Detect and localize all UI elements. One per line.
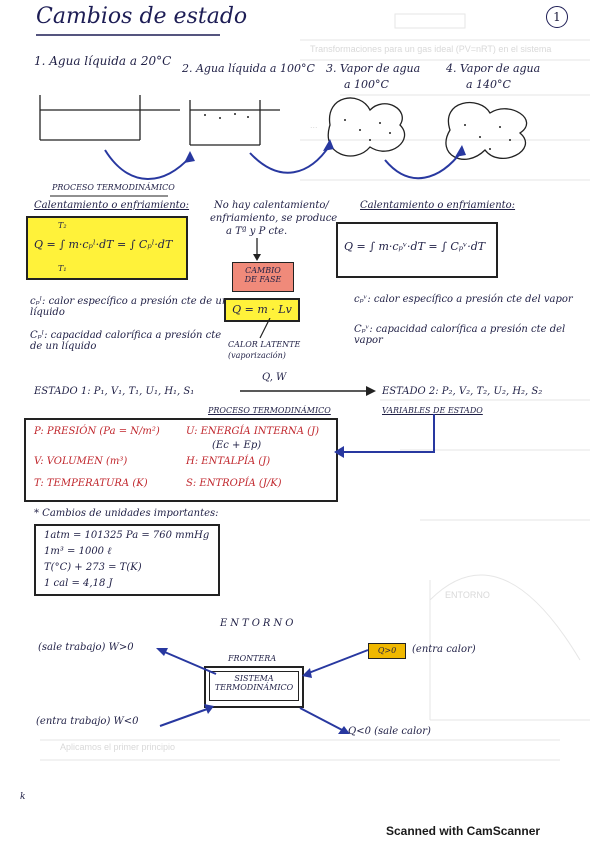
ghost-text: ...: [310, 120, 318, 130]
process-label: PROCESO TERMODINÁMICO: [52, 183, 175, 192]
right-def-2: Cₚᵛ: capacidad calorífica a presión cte …: [354, 324, 566, 346]
system-arrows: [156, 648, 369, 734]
title-underline: [36, 34, 220, 36]
transition-arrow-icon: [240, 386, 376, 396]
left-heading: Calentamiento o enfriamiento:: [34, 200, 190, 211]
stray-mark: k: [20, 792, 26, 802]
left-formula-box: Q = ∫ m·cₚˡ·dT = ∫ Cₚˡ·dT T₂ T₁: [26, 216, 188, 280]
unit-temperature: T(°C) + 273 = T(K): [44, 562, 142, 573]
left-def-2: Cₚˡ: capacidad calorífica a presión cte …: [30, 330, 222, 352]
units-heading: * Cambios de unidades importantes:: [34, 508, 219, 519]
page-title: Cambios de estado: [36, 4, 248, 29]
right-heading: Calentamiento o enfriamiento:: [360, 200, 516, 211]
ghost-text: ENTORNO: [445, 590, 490, 600]
state-label-4b: a 140°C: [466, 78, 511, 91]
state-label-3: 3. Vapor de agua: [326, 62, 421, 75]
page-number: 1: [546, 6, 568, 28]
phase-change-box: CAMBIO DE FASE: [232, 262, 294, 292]
var-energy-sum: (Ec + Ep): [212, 440, 262, 451]
left-def-1: cₚˡ: calor específico a presión cte de u…: [30, 296, 229, 318]
latent-pointer-icon: [259, 318, 271, 339]
var-volume: V: VOLUMEN (m³): [34, 456, 128, 467]
middle-note-3: a Tª y P cte.: [226, 226, 288, 237]
work-in-label: (entra trabajo) W<0: [36, 716, 139, 727]
system-line-2: TERMODINÁMICO: [214, 683, 294, 692]
transition-arrow-label: Q, W: [262, 372, 287, 383]
state-label-4: 4. Vapor de agua: [446, 62, 541, 75]
system-line-1: SISTEMA: [234, 674, 274, 683]
boundary-label: FRONTERA: [228, 654, 277, 663]
var-enthalpy: H: ENTALPÍA (J): [186, 456, 271, 467]
state-label-3b: a 100°C: [344, 78, 389, 91]
process-underline: [50, 195, 168, 197]
ghost-text: Transformaciones para un gas ideal (PV=n…: [310, 44, 552, 54]
variables-box: P: PRESIÓN (Pa = N/m²) V: VOLUMEN (m³) T…: [24, 418, 338, 502]
ghost-text: ...: [310, 200, 318, 210]
work-out-label: (sale trabajo) W>0: [38, 642, 134, 653]
scanner-watermark: Scanned with CamScanner: [386, 824, 541, 838]
state-1-line: ESTADO 1: P₁, V₁, T₁, U₁, H₁, S₁: [34, 386, 195, 397]
phase-line-2: DE FASE: [244, 275, 282, 284]
variables-label: VARIABLES DE ESTADO: [382, 406, 483, 415]
var-internal-energy: U: ENERGÍA INTERNA (J): [186, 426, 319, 437]
down-arrow-icon: [253, 238, 261, 261]
left-upper-limit: T₂: [58, 221, 67, 230]
right-formula: Q = ∫ m·cₚᵛ·dT = ∫ Cₚᵛ·dT: [344, 240, 486, 253]
left-formula: Q = ∫ m·cₚˡ·dT = ∫ Cₚˡ·dT: [34, 238, 173, 251]
var-entropy: S: ENTROPÍA (J/K): [186, 478, 282, 489]
heat-in-value: Q>0: [377, 646, 397, 655]
heat-out-label: Q<0 (sale calor): [348, 726, 431, 737]
unit-calorie: 1 cal = 4,18 J: [44, 578, 113, 589]
transition-process-label: PROCESO TERMODINÁMICO: [208, 406, 331, 415]
var-temperature: T: TEMPERATURA (K): [34, 478, 148, 489]
phase-line-1: CAMBIO: [245, 266, 281, 275]
middle-note-1: No hay calentamiento/: [214, 200, 329, 211]
unit-volume: 1m³ = 1000 ℓ: [44, 546, 112, 557]
state-2-line: ESTADO 2: P₂, V₂, T₂, U₂, H₂, S₂: [382, 386, 543, 397]
variables-pointer-icon: [334, 414, 435, 458]
ghost-text: Aplicamos el primer principio: [60, 742, 176, 752]
environment-label: ENTORNO: [220, 618, 297, 629]
heat-in-box: Q>0: [368, 643, 406, 659]
latent-formula-box: Q = m · Lv: [224, 298, 300, 322]
latent-formula: Q = m · Lv: [232, 303, 292, 316]
states-diagram: [39, 95, 528, 180]
latent-label-1: CALOR LATENTE: [228, 340, 301, 349]
state-label-2: 2. Agua líquida a 100°C: [182, 62, 315, 75]
latent-label-2: (vaporización): [228, 351, 286, 360]
right-def-1: cₚᵛ: calor específico a presión cte del …: [354, 294, 573, 305]
unit-atm: 1atm = 101325 Pa = 760 mmHg: [44, 530, 210, 541]
state-label-1: 1. Agua líquida a 20°C: [34, 54, 172, 68]
units-box: 1atm = 101325 Pa = 760 mmHg 1m³ = 1000 ℓ…: [34, 524, 220, 596]
heat-in-label: (entra calor): [412, 644, 476, 655]
right-formula-box: Q = ∫ m·cₚᵛ·dT = ∫ Cₚᵛ·dT: [336, 222, 498, 278]
var-pressure: P: PRESIÓN (Pa = N/m²): [34, 426, 160, 437]
middle-note-2: enfriamiento, se produce: [210, 213, 338, 224]
left-lower-limit: T₁: [58, 264, 67, 273]
system-box: SISTEMA TERMODINÁMICO: [204, 666, 304, 708]
